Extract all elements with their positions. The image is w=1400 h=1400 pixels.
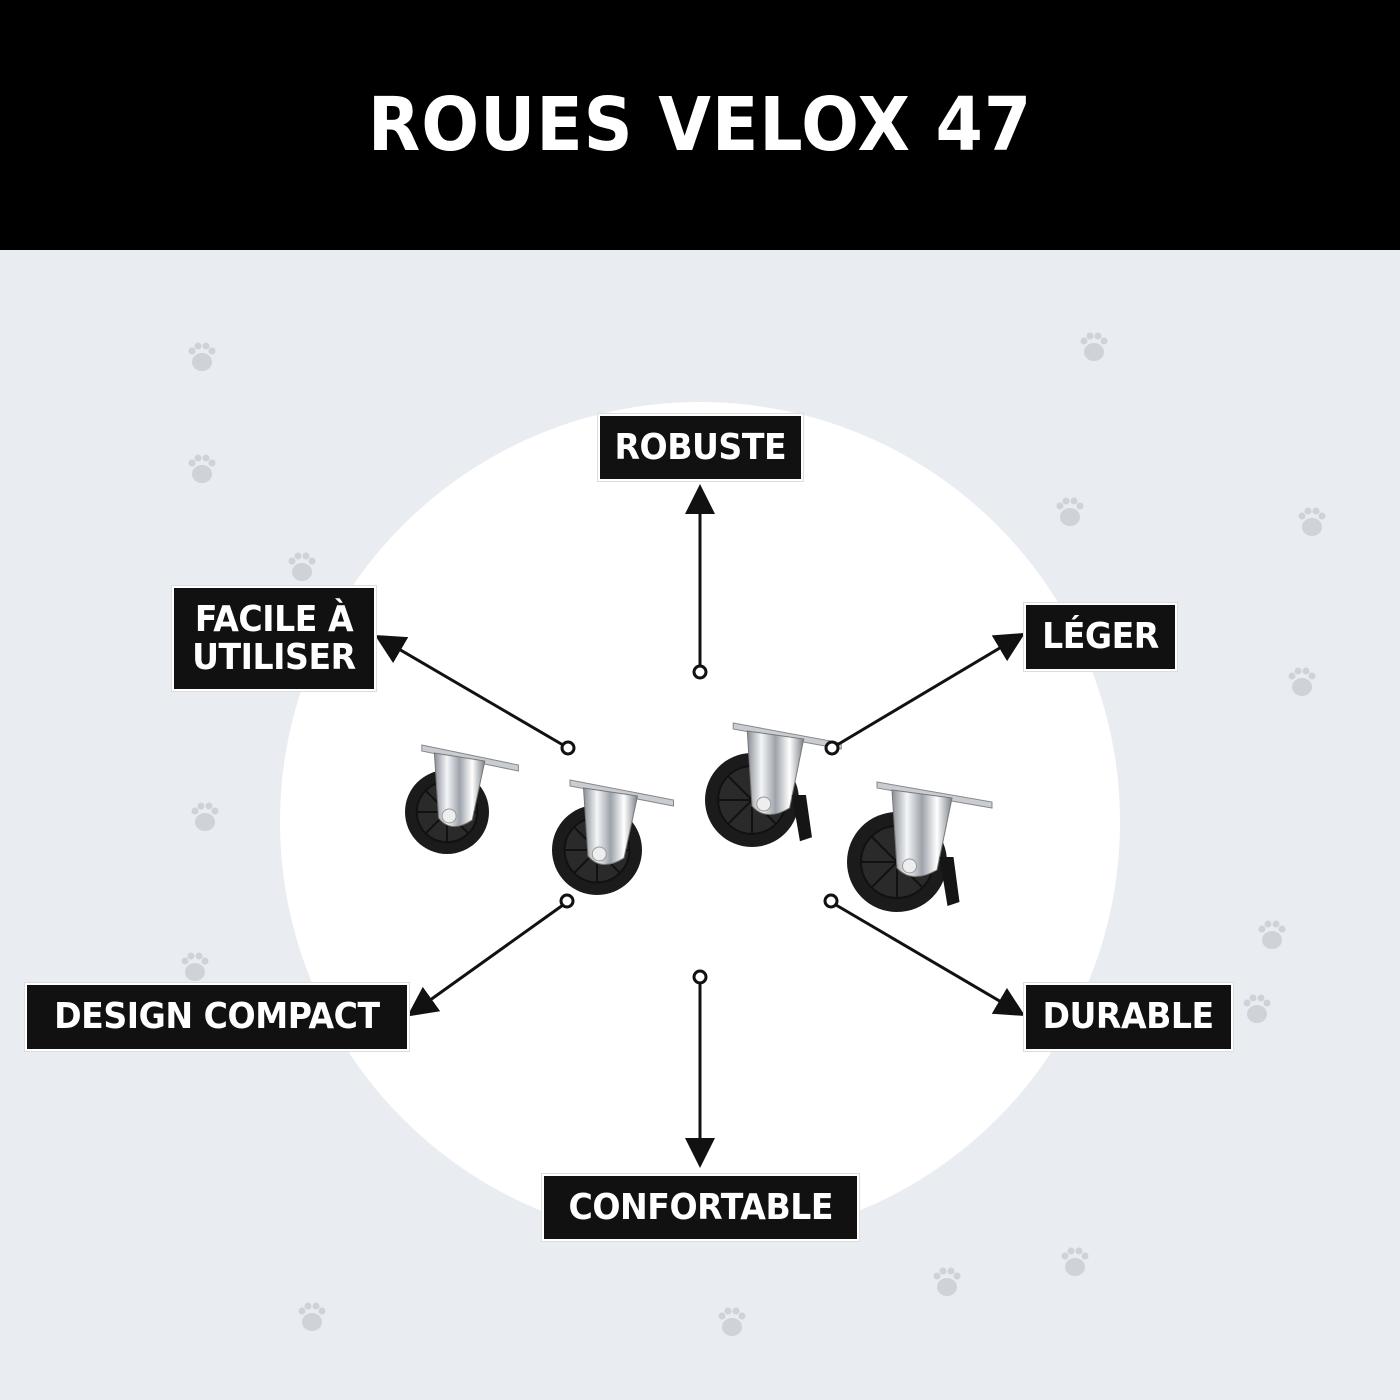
connector-dot — [692, 664, 708, 680]
connector-dot — [692, 969, 708, 985]
connector-design — [407, 903, 564, 1017]
connector-dot — [824, 740, 840, 756]
paw-print-icon — [185, 340, 219, 374]
connector-dot — [559, 893, 575, 909]
paw-print-icon — [188, 800, 222, 834]
paw-print-icon — [1053, 495, 1087, 529]
feature-label-confortable: CONFORTABLE — [542, 1174, 859, 1241]
label-text: DESIGN COMPACT — [54, 996, 380, 1037]
caster-wheel-4 — [847, 781, 993, 912]
caster-wheel-3 — [705, 722, 842, 847]
connector-facile — [374, 634, 564, 747]
paw-print-icon — [1285, 665, 1319, 699]
connector-durable — [835, 903, 1026, 1017]
paw-print-icon — [1058, 1245, 1092, 1279]
paw-print-icon — [285, 550, 319, 584]
caster-wheel-1 — [405, 744, 519, 854]
connector-dot — [560, 740, 576, 756]
caster-wheel-2 — [552, 779, 674, 895]
label-text: ROBUSTE — [614, 426, 787, 468]
paw-print-icon — [715, 1305, 749, 1339]
label-text: CONFORTABLE — [568, 1186, 833, 1228]
label-text: FACILE À — [194, 598, 354, 640]
paw-print-icon — [1077, 330, 1111, 364]
paw-print-icon — [1240, 992, 1274, 1026]
paw-print-icon — [930, 1265, 964, 1299]
background-circle — [280, 402, 1120, 1242]
connector-leger — [836, 632, 1026, 747]
header-banner: ROUES VELOX 47 — [0, 0, 1400, 250]
paw-print-icon — [295, 1300, 329, 1334]
connector-dot — [823, 893, 839, 909]
label-text: UTILISER — [192, 636, 356, 678]
feature-label-durable: DURABLE — [1024, 983, 1233, 1051]
feature-label-design: DESIGN COMPACT — [25, 983, 409, 1051]
paw-print-icon — [178, 950, 212, 984]
feature-label-robuste: ROBUSTE — [598, 414, 803, 481]
page-title: ROUES VELOX 47 — [367, 82, 1033, 168]
paw-print-icon — [185, 452, 219, 486]
label-text: LÉGER — [1042, 616, 1159, 657]
feature-label-leger: LÉGER — [1024, 603, 1177, 671]
paw-print-icon — [1295, 505, 1329, 539]
paw-print-icon — [1255, 918, 1289, 952]
label-text: DURABLE — [1042, 996, 1215, 1037]
